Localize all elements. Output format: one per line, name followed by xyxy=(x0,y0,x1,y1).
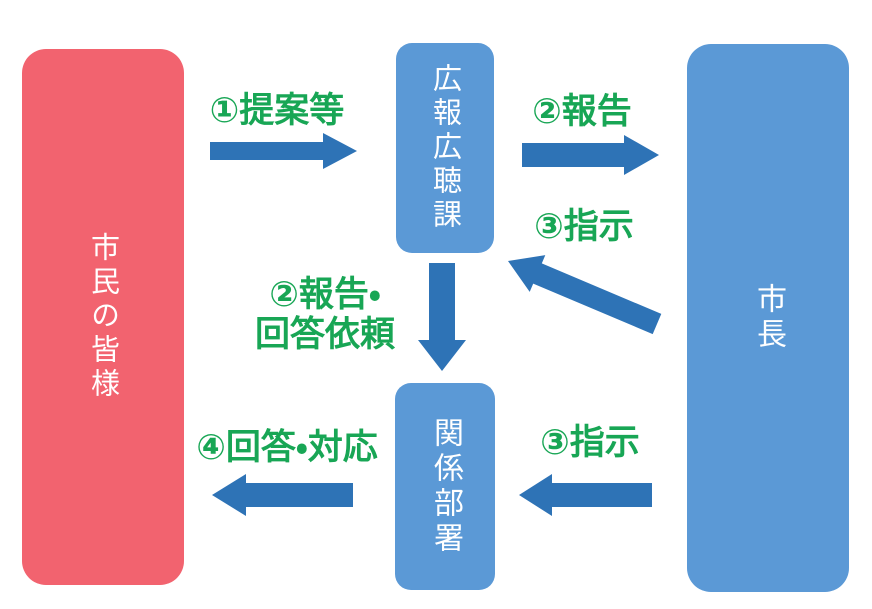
node-pr-division-label: 広報広聴課 xyxy=(428,63,463,233)
node-mayor-label: 市長 xyxy=(751,283,786,353)
node-citizens-label: 市民の皆様 xyxy=(86,232,121,402)
edge-label-instruction-to-pr: ③指示 xyxy=(534,207,634,247)
edge-label-response: ④回答・対応 xyxy=(196,428,378,468)
node-pr-division: 広報広聴課 xyxy=(396,43,494,253)
arrow-instruction-to-departments-left-icon xyxy=(519,474,652,516)
edge-label-report-request: ②報告・ 回答依頼 xyxy=(232,275,418,355)
arrow-report-to-mayor-right-icon xyxy=(522,135,659,175)
arrow-proposal-right-icon xyxy=(210,133,357,169)
edge-label-report-to-mayor: ②報告 xyxy=(532,92,632,132)
node-citizens: 市民の皆様 xyxy=(22,49,184,585)
node-departments-label: 関係部署 xyxy=(428,416,463,557)
arrow-report-request-down-icon xyxy=(418,263,466,371)
arrow-instruction-to-pr-diagonal-icon xyxy=(508,255,662,335)
edge-label-instruction-to-departments: ③指示 xyxy=(540,423,640,463)
node-mayor: 市長 xyxy=(687,44,849,592)
edge-label-report-request-line2: 回答依頼 xyxy=(254,315,395,355)
edge-label-report-request-line1: ②報告・ xyxy=(269,275,381,315)
node-departments: 関係部署 xyxy=(395,383,495,590)
edge-label-proposal: ①提案等 xyxy=(209,91,345,131)
arrow-response-left-icon xyxy=(212,474,353,516)
